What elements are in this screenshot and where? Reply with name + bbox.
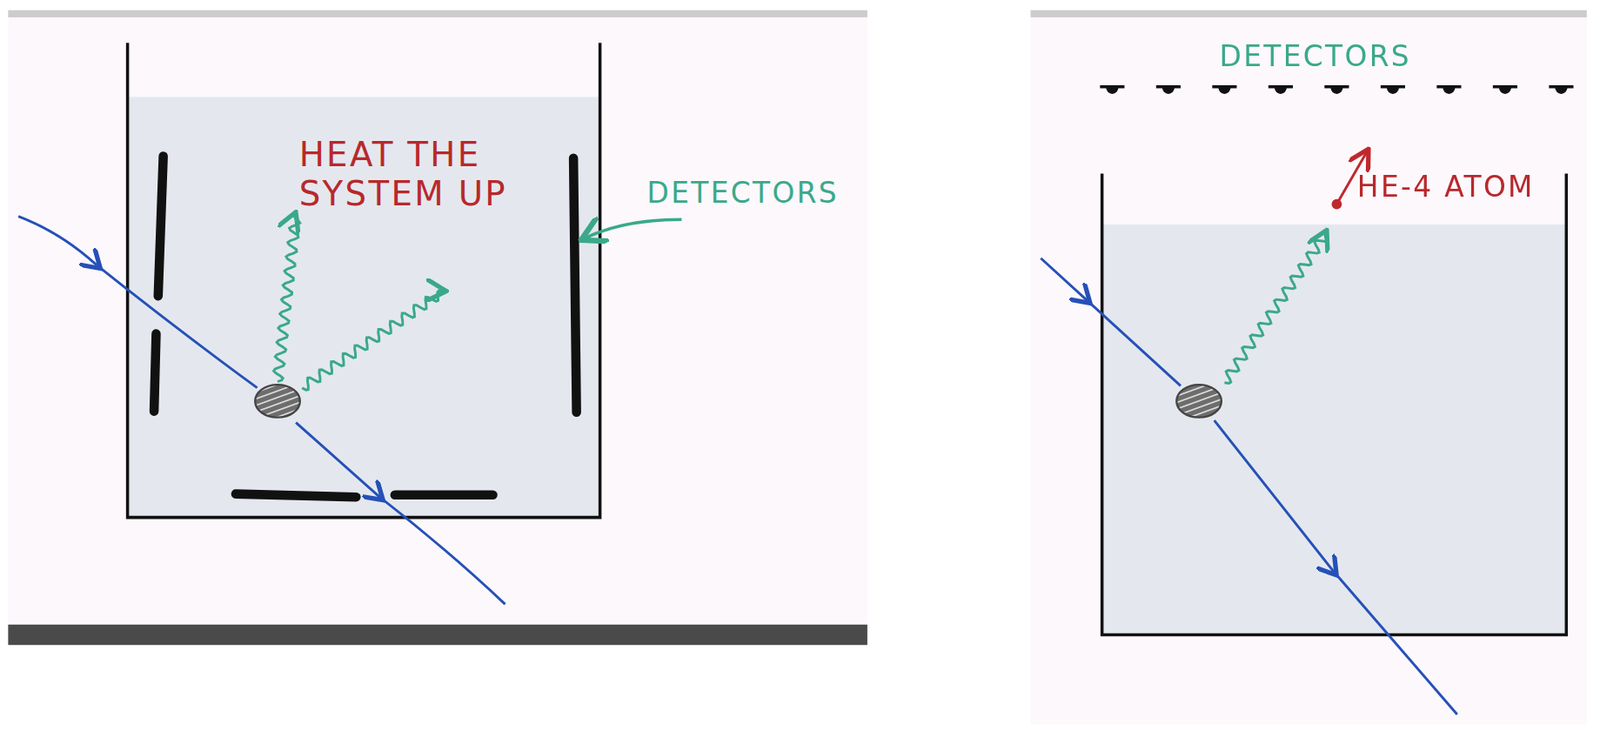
annotation: HEAT THE SYSTEM UP xyxy=(299,135,535,214)
dark-matter-particle xyxy=(254,384,301,418)
liquid-helium xyxy=(127,96,601,517)
detector-label: DETECTORS xyxy=(1219,40,1412,74)
detector xyxy=(1548,87,1574,94)
container xyxy=(1102,173,1567,635)
paper xyxy=(1030,10,1587,725)
particle-track xyxy=(1040,258,1087,301)
particle-track xyxy=(18,216,97,266)
leader-line xyxy=(583,219,683,239)
detector-array xyxy=(1099,87,1574,94)
detector xyxy=(1211,87,1237,94)
detector xyxy=(1324,87,1349,94)
particle-track xyxy=(379,496,505,604)
particle-track xyxy=(1333,571,1458,715)
paper xyxy=(7,10,868,643)
particle-track xyxy=(295,422,380,498)
phonon-wave xyxy=(1224,232,1326,384)
detector xyxy=(1156,87,1181,94)
detector xyxy=(1099,87,1125,94)
detector xyxy=(1492,87,1518,94)
particle-track xyxy=(96,265,257,389)
helium-atom xyxy=(1332,199,1343,210)
detector-label: DETECTORS xyxy=(647,177,839,211)
paper-edge xyxy=(7,10,868,18)
paper-edge xyxy=(7,624,868,645)
phonon-wave xyxy=(274,214,301,382)
detector xyxy=(1268,87,1293,94)
atom-label: HE-4 ATOM xyxy=(1357,171,1535,205)
detector xyxy=(1436,87,1461,94)
particle-track xyxy=(1086,300,1181,387)
dark-matter-particle xyxy=(1176,384,1222,418)
particle-track xyxy=(1214,420,1334,572)
phonon-waves xyxy=(274,214,1327,390)
phonon-wave xyxy=(301,290,444,390)
paper-edge xyxy=(1030,10,1587,18)
detector xyxy=(1380,87,1406,94)
container xyxy=(127,42,601,517)
